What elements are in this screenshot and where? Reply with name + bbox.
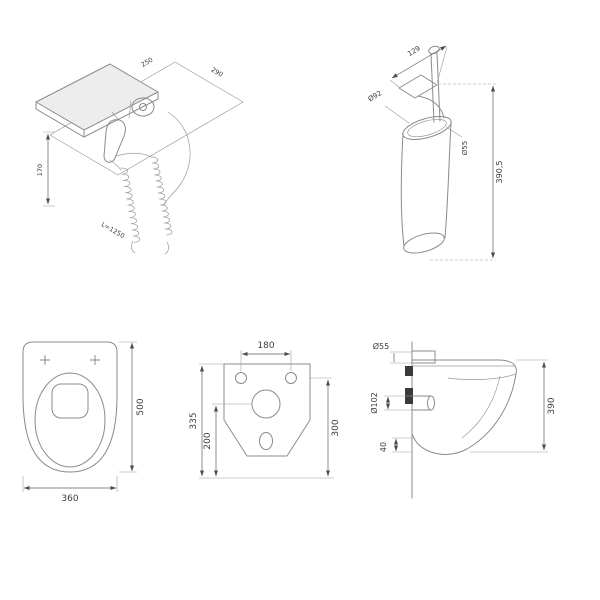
height-extension-lines [470, 359, 548, 453]
inlet-pipe [411, 350, 436, 364]
bolt-cross-left [40, 355, 50, 365]
toilet-profile [411, 359, 517, 455]
brush-diameter-dim: Ø55 [461, 141, 469, 155]
height-extension-lines [430, 83, 496, 261]
hose-connector-right [115, 152, 152, 158]
cup-rim-outer [402, 116, 452, 140]
mount-bolt-top [405, 366, 413, 376]
cup-diameter-dim: Ø92 [367, 89, 383, 103]
holder-height-dim: 390,5 [495, 161, 504, 184]
bolt-spacing-dim: 180 [257, 341, 274, 351]
coil-hose-right [150, 156, 173, 236]
outlet-extension-lines [384, 395, 412, 411]
outlet-pipe-end [427, 395, 435, 411]
holder-arm [417, 95, 445, 119]
outlet-diameter-dim: Ø102 [369, 392, 379, 414]
bolt-hole-left [235, 372, 247, 384]
shelf-depth-dim: 250 [140, 56, 155, 69]
brush-handle-knob [428, 45, 440, 55]
seat-outline [34, 372, 106, 468]
brush-handle [430, 52, 441, 123]
toilet-width-dim: 360 [61, 494, 78, 504]
holder-depth-dim: 129 [406, 44, 422, 58]
drawing-toilet-rear-view: 180 335 200 300 [189, 341, 341, 479]
cup-body-right [444, 121, 452, 239]
hose-end-left [131, 240, 136, 254]
bolt-extension-lines [240, 350, 292, 371]
inlet-extension-lines [390, 351, 412, 364]
inlet-diameter-dim: Ø55 [373, 341, 389, 351]
gap-extension-lines [392, 437, 412, 453]
supply-hose-curve [163, 111, 191, 206]
shelf-width-dim: 290 [210, 66, 225, 79]
cup-rim-inner [407, 118, 447, 138]
shelf-height-dim: 170 [36, 164, 44, 176]
paper-roll [131, 97, 155, 117]
cup-body-left [400, 132, 405, 247]
bolt-hole-right [285, 372, 297, 384]
height-right-dim: 300 [331, 419, 341, 436]
drain-hole [259, 432, 273, 450]
bottom-gap-dim: 40 [379, 442, 388, 452]
height-dim: 390 [547, 397, 557, 414]
drawing-toilet-side-view: Ø55 Ø102 390 40 [369, 341, 557, 499]
hose-connector-left [109, 159, 122, 171]
paper-roll-core [139, 103, 147, 111]
hose-length-dim: L=1250 [100, 220, 126, 240]
left-extension-lines [199, 363, 332, 405]
height-center-dim: 200 [203, 432, 213, 449]
hand-sprayer [103, 119, 126, 163]
height-extension-lines [43, 131, 55, 207]
bolt-cross-right [90, 355, 100, 365]
sprayer-bracket [111, 111, 119, 120]
width-extension-lines [22, 476, 118, 492]
paper-edge [128, 100, 132, 119]
mounting-panel [223, 363, 311, 457]
brush-diameter-leader [445, 126, 463, 138]
depth-dim-line [391, 45, 447, 79]
outlet-pipe [411, 395, 432, 411]
drawing-toilet-plan-view: 360 500 [22, 341, 146, 504]
wall-mount-plate [398, 74, 438, 99]
cup-bottom [403, 232, 445, 254]
height-left-dim: 335 [189, 412, 199, 429]
toilet-outline [22, 341, 118, 473]
drawing-shelf-shower-iso: 170 250 290 L=1250 [35, 56, 244, 255]
bowl-opening [51, 383, 89, 419]
rim-edge [447, 373, 517, 380]
outlet-hole [251, 389, 281, 419]
toilet-depth-dim: 500 [136, 398, 146, 415]
depth-extension-lines [119, 341, 137, 473]
coil-hose-left [120, 167, 141, 243]
cup-diameter-leader [384, 105, 410, 124]
hose-end-right [164, 241, 169, 255]
drawing-brush-holder-iso: 129 Ø92 Ø55 390,5 [367, 44, 504, 261]
bowl-inner-line [461, 375, 501, 439]
